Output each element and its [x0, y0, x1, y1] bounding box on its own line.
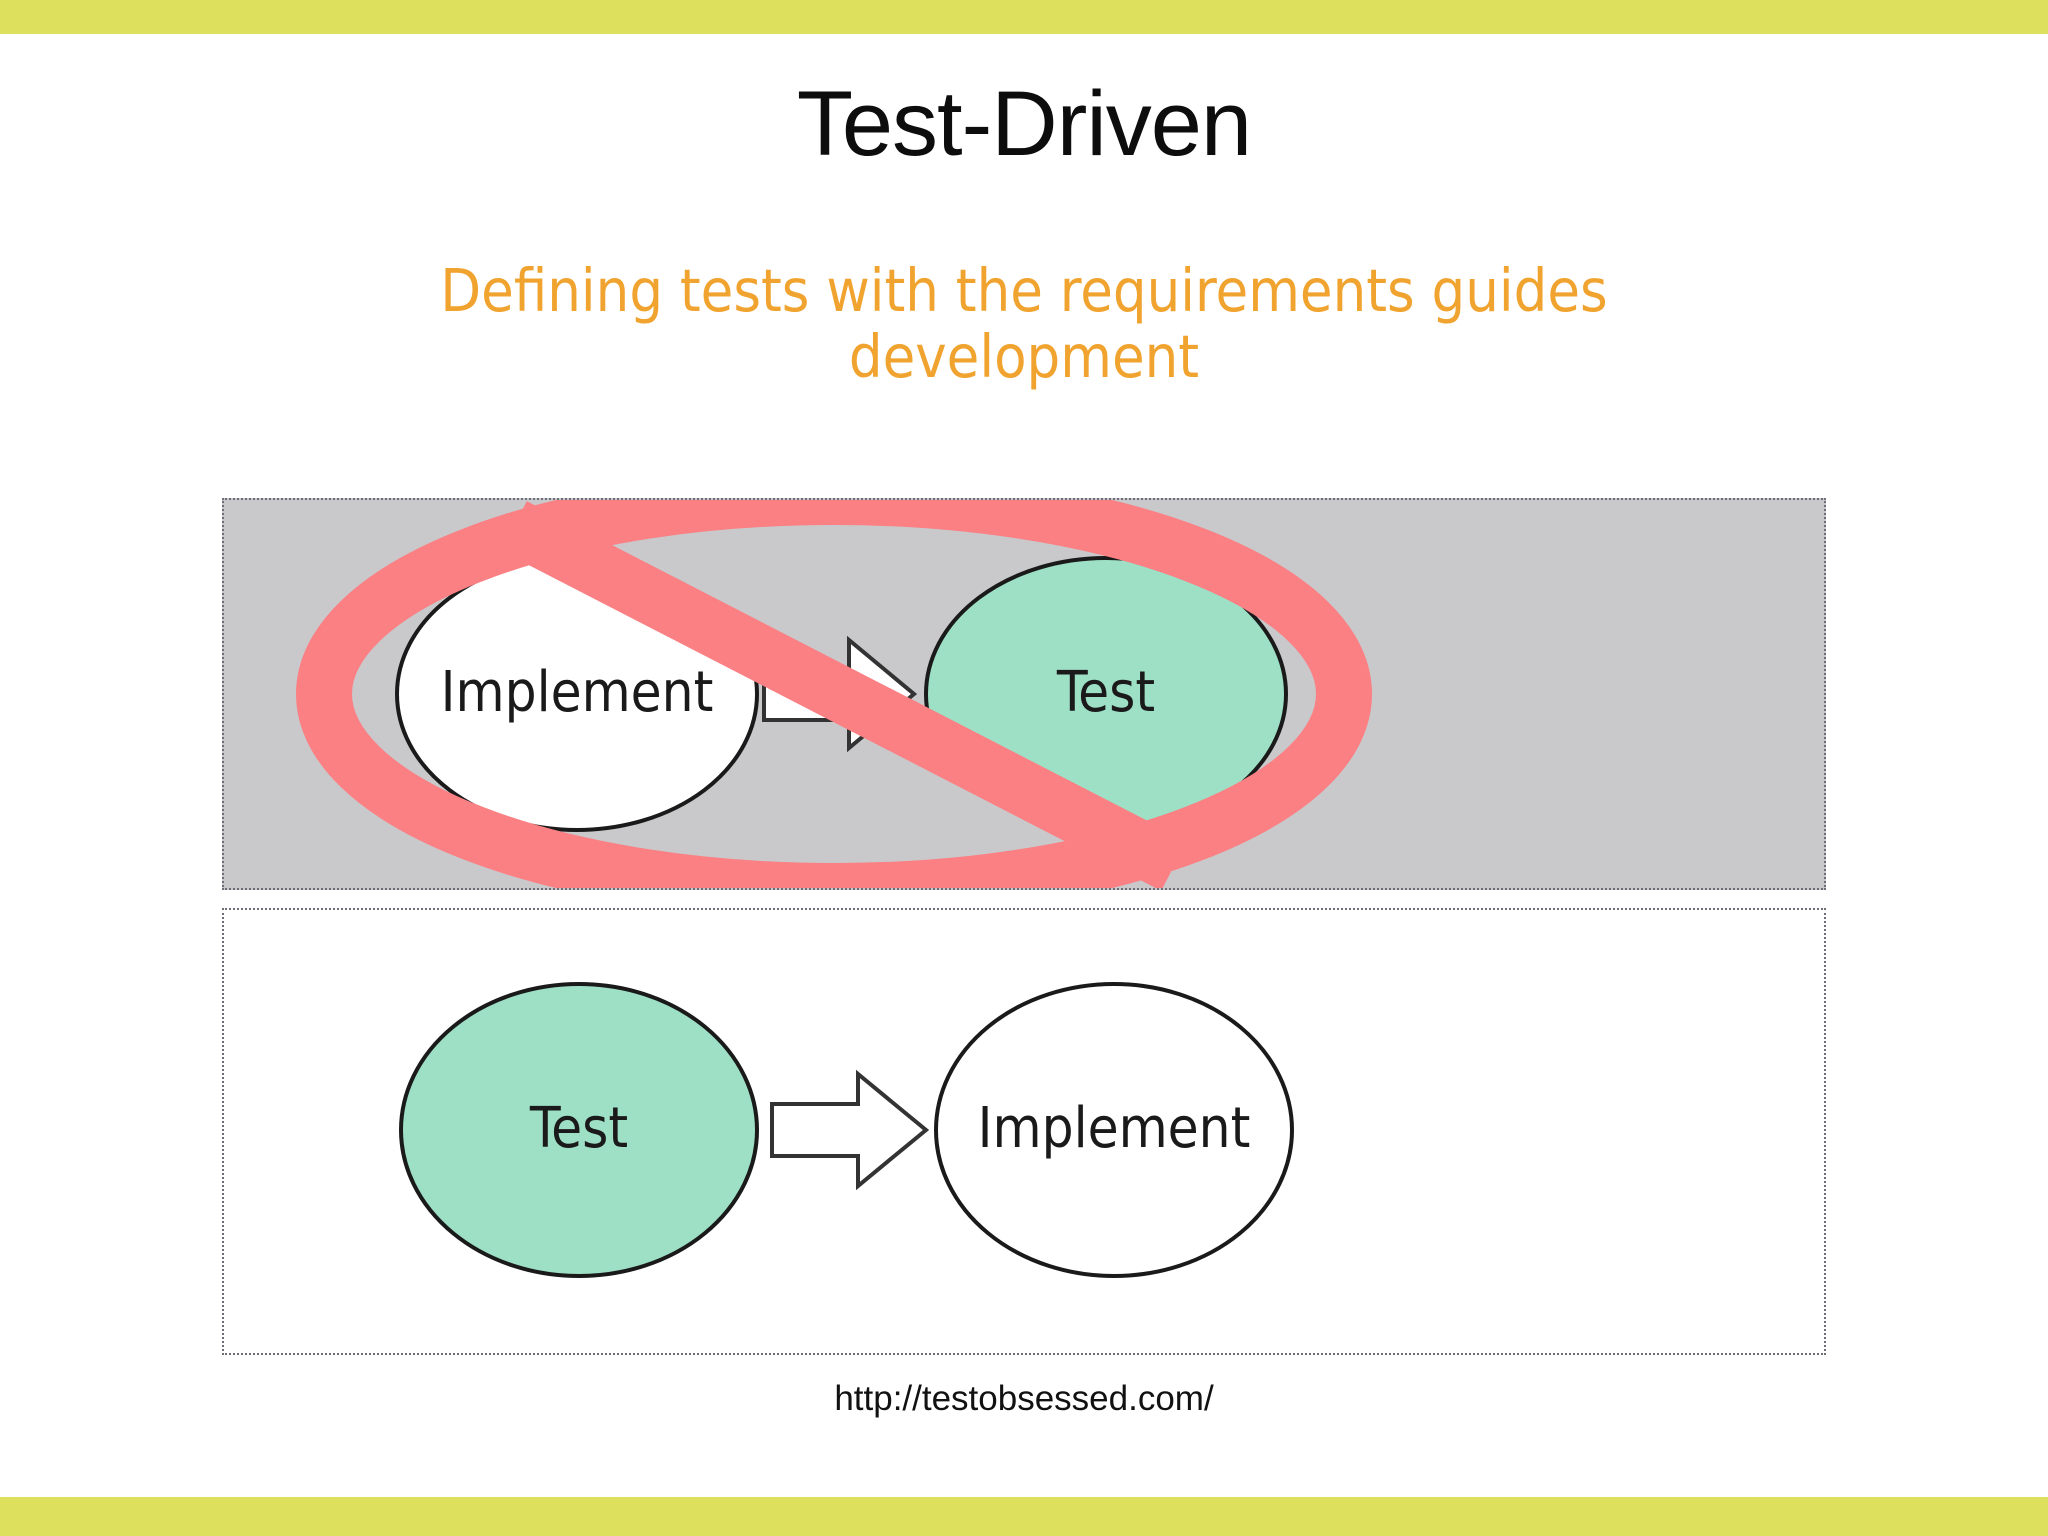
test-then-implement-diagram: Test Implement [399, 982, 1294, 1278]
flow-arrow-icon [762, 635, 918, 753]
implement-then-test-diagram: Implement Test [395, 556, 1288, 832]
test-ellipse [399, 982, 759, 1278]
anti-pattern-panel: Implement Test [222, 498, 1826, 890]
implement-ellipse [934, 982, 1294, 1278]
test-ellipse-label: Test [1056, 660, 1155, 725]
top-accent-bar [0, 0, 2048, 34]
bottom-accent-bar [0, 1497, 2048, 1536]
flow-arrow-icon [770, 1069, 930, 1191]
slide-subtitle: Defining tests with the requirements gui… [440, 256, 1608, 392]
recommended-panel: Test Implement [222, 908, 1826, 1355]
source-caption: http://testobsessed.com/ [834, 1379, 1214, 1418]
page-title: Test-Driven [796, 73, 1252, 175]
diagram-figure: Implement Test Test Implement [222, 498, 1826, 1355]
implement-ellipse-label: Implement [441, 660, 714, 725]
implement-ellipse-label: Implement [978, 1096, 1251, 1161]
test-ellipse-label: Test [529, 1096, 628, 1161]
